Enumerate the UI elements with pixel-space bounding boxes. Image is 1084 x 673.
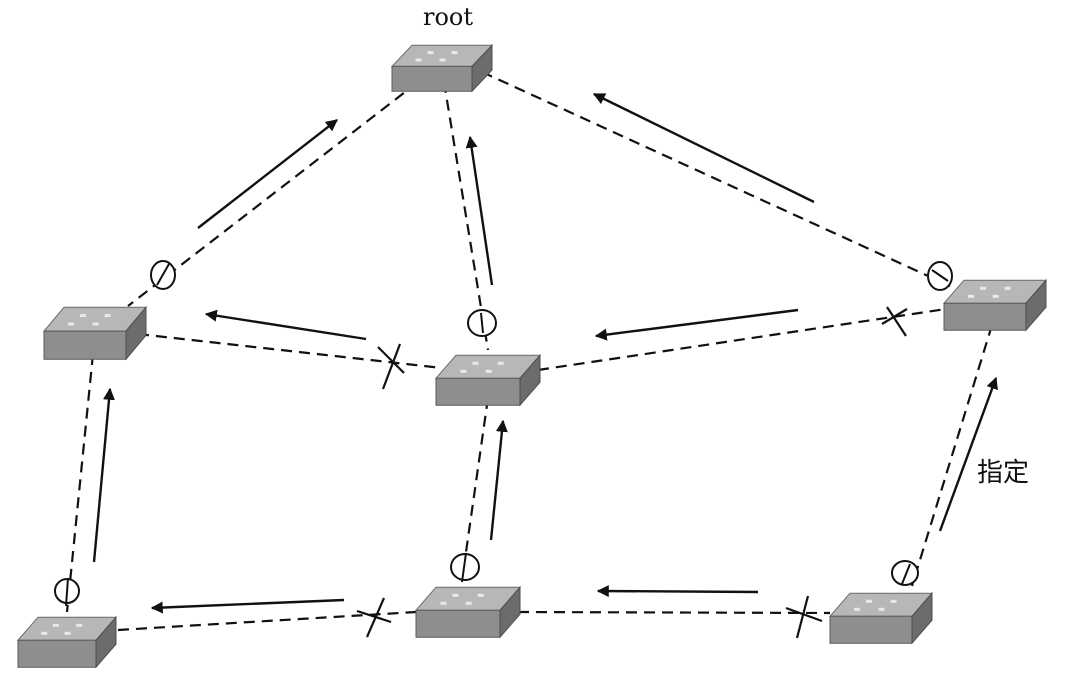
blocked-port-marker-center-right [881,306,908,337]
switch-left-bottom [16,615,118,669]
switch-right-mid [942,278,1048,332]
designated-label: 指定 [977,458,1029,488]
blocked-port-marker-bottom-left [356,597,392,638]
arrow-left-bottom-row-a [150,598,345,614]
link-left-bottom-center-bottom [117,610,417,632]
root-port-marker-center-bottom [450,552,480,583]
link-root-right-mid [481,70,951,288]
switch-left-mid [42,305,148,361]
links [65,70,994,632]
root-port-marker-center-mid [467,309,497,337]
arrow-up-right [592,92,815,204]
arrow-left-bottom-row-b [596,585,759,598]
link-center-mid-center-bottom [460,397,490,581]
link-root-center-mid [442,81,490,351]
root-port-marker-right-mid [927,261,953,291]
blocked-port-marker-bottom-right [785,595,823,639]
flow-arrows [92,92,998,614]
link-left-mid-center-mid [137,332,443,370]
blocked-port-marker-left-center [377,343,405,390]
switch-center-bottom [414,585,522,639]
root-port-marker-left-bottom [54,577,80,607]
blocked-port-markers [356,306,908,639]
switches [16,43,1048,669]
link-left-mid-left-bottom [65,353,95,613]
link-center-bottom-right-bottom [517,610,831,615]
link-right-mid-right-bottom [910,324,994,587]
switch-right-bottom [828,591,934,645]
link-center-mid-right-mid [537,307,947,372]
switch-center-mid [434,353,542,407]
root-port-markers [54,260,953,607]
arrow-up-center-column [489,419,508,541]
arrow-up-left-column [92,387,115,563]
arrow-left-mid-row-b [594,308,799,341]
arrow-up-center [465,135,494,286]
switch-root [390,43,494,93]
arrow-left-mid-row-a [204,309,367,341]
link-root-left-mid [127,81,419,307]
root-label: root [423,3,473,31]
root-port-marker-left-mid [150,260,176,290]
root-port-marker-right-bottom [891,560,919,586]
arrow-up-left [197,119,338,229]
arrow-up-right-column [938,376,998,532]
